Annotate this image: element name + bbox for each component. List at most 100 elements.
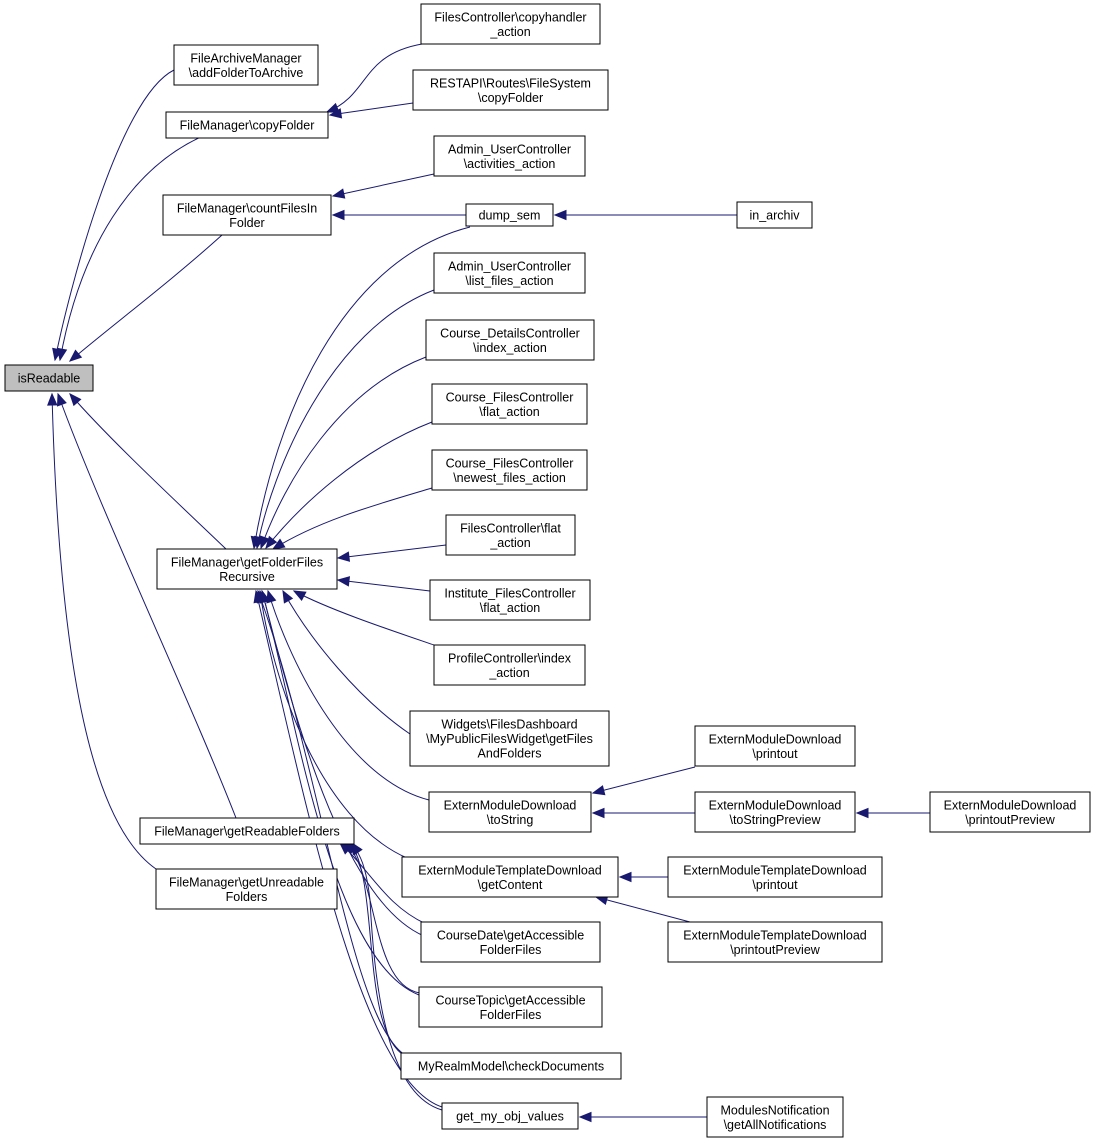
- node-emd_printout[interactable]: ExternModuleDownload\printout: [694, 725, 856, 767]
- node-box[interactable]: [173, 44, 319, 86]
- node-label: _action: [488, 666, 529, 680]
- node-box[interactable]: [694, 791, 856, 833]
- node-dump_sem[interactable]: dump_sem: [465, 203, 554, 227]
- node-box[interactable]: [445, 514, 576, 556]
- node-box[interactable]: [667, 856, 883, 898]
- node-box[interactable]: [400, 1052, 622, 1080]
- node-box[interactable]: [694, 725, 856, 767]
- edge-fc_copyhandler-to-fm_copyFolder: [326, 43, 423, 113]
- node-label: ExternModuleDownload: [709, 798, 842, 812]
- node-label: Course_FilesController: [446, 390, 574, 404]
- edge-cfc_flat-to-fm_getFolderFiles: [265, 421, 433, 549]
- node-box[interactable]: [736, 201, 813, 229]
- node-box[interactable]: [929, 791, 1091, 833]
- edge-fm_countFiles-to-isReadable: [69, 234, 223, 362]
- edge-fm_copyFolder-to-isReadable: [59, 132, 211, 361]
- arrowhead-dump_sem-to-fm_countFiles: [331, 209, 345, 221]
- node-get_my_obj[interactable]: get_my_obj_values: [441, 1102, 579, 1130]
- node-label: \printout: [752, 878, 798, 892]
- edge-ifc_flat-to-fm_getFolderFiles: [337, 579, 431, 592]
- node-box[interactable]: [401, 856, 619, 898]
- node-box[interactable]: [139, 817, 355, 845]
- node-label: \MyPublicFilesWidget\getFiles: [426, 732, 593, 746]
- node-box[interactable]: [425, 319, 595, 361]
- node-box[interactable]: [409, 710, 610, 767]
- node-isReadable[interactable]: isReadable: [4, 364, 94, 392]
- node-box[interactable]: [433, 135, 586, 177]
- arrowhead-fc_flat-to-fm_getFolderFiles: [336, 551, 351, 562]
- node-label: _action: [489, 536, 530, 550]
- arrowhead-cfc_newest-to-fm_getFolderFiles: [271, 538, 286, 550]
- node-box[interactable]: [4, 364, 94, 392]
- node-fm_getReadable[interactable]: FileManager\getReadableFolders: [139, 817, 355, 845]
- node-fc_flat[interactable]: FilesController\flat_action: [445, 514, 576, 556]
- node-box[interactable]: [431, 449, 588, 491]
- node-label: _action: [489, 25, 530, 39]
- node-fc_copyhandler[interactable]: FilesController\copyhandler_action: [420, 3, 601, 45]
- node-box[interactable]: [667, 921, 883, 963]
- node-box[interactable]: [162, 194, 332, 236]
- node-in_archiv[interactable]: in_archiv: [736, 201, 813, 229]
- arrowhead-cfc_flat-to-fm_getFolderFiles: [265, 535, 278, 550]
- node-label: Course_FilesController: [446, 456, 574, 470]
- node-mn_getAll[interactable]: ModulesNotification\getAllNotifications: [706, 1096, 844, 1138]
- node-box[interactable]: [428, 791, 592, 833]
- arrowhead-fc_copyhandler-to-fm_copyFolder: [325, 102, 340, 113]
- node-label: ExternModuleDownload: [944, 798, 1077, 812]
- node-box[interactable]: [418, 986, 603, 1028]
- node-rest_copyFolder[interactable]: RESTAPI\Routes\FileSystem\copyFolder: [412, 69, 609, 111]
- node-box[interactable]: [706, 1096, 844, 1138]
- arrowhead-ifc_flat-to-fm_getFolderFiles: [336, 576, 351, 587]
- node-emtd_printout[interactable]: ExternModuleTemplateDownload\printout: [667, 856, 883, 898]
- node-fm_copyFolder[interactable]: FileManager\copyFolder: [165, 111, 329, 139]
- node-mrm_checkDocs[interactable]: MyRealmModel\checkDocuments: [400, 1052, 622, 1080]
- node-box[interactable]: [156, 548, 338, 590]
- node-box[interactable]: [431, 383, 588, 425]
- node-box[interactable]: [420, 3, 601, 45]
- node-emtd_printoutPreview[interactable]: ExternModuleTemplateDownload\printoutPre…: [667, 921, 883, 963]
- node-label: Folders: [226, 890, 268, 904]
- edge-get_my_obj-to-fm_getFolderFiles: [255, 590, 443, 1108]
- node-emd_toString[interactable]: ExternModuleDownload\toString: [428, 791, 592, 833]
- node-box[interactable]: [441, 1102, 579, 1130]
- node-label: in_archiv: [749, 209, 800, 223]
- node-emtd_getContent[interactable]: ExternModuleTemplateDownload\getContent: [401, 856, 619, 898]
- node-box[interactable]: [420, 921, 601, 963]
- node-box[interactable]: [433, 644, 586, 686]
- node-ifc_flat[interactable]: Institute_FilesController\flat_action: [429, 579, 591, 621]
- arrowhead-pc_index-to-fm_getFolderFiles: [292, 590, 307, 602]
- node-box[interactable]: [465, 203, 554, 227]
- node-label: Recursive: [219, 570, 275, 584]
- arrowhead-fm_countFiles-to-isReadable: [68, 349, 83, 362]
- node-label: \printoutPreview: [965, 813, 1056, 827]
- node-box[interactable]: [412, 69, 609, 111]
- node-fam_addFolder[interactable]: FileArchiveManager\addFolderToArchive: [173, 44, 319, 86]
- edge-fm_getFolderFiles-to-isReadable: [69, 393, 227, 550]
- node-label: RESTAPI\Routes\FileSystem: [430, 76, 591, 90]
- node-label: \activities_action: [464, 157, 556, 171]
- node-label: Admin_UserController: [448, 259, 571, 273]
- node-auc_listfiles[interactable]: Admin_UserController\list_files_action: [433, 252, 586, 294]
- node-cdc_index[interactable]: Course_DetailsController\index_action: [425, 319, 595, 361]
- node-box[interactable]: [165, 111, 329, 139]
- node-label: \getContent: [478, 878, 543, 892]
- node-box[interactable]: [433, 252, 586, 294]
- arrowhead-emd_toStringPreview-to-emd_toString: [591, 807, 605, 819]
- node-box[interactable]: [155, 868, 338, 910]
- node-auc_activities[interactable]: Admin_UserController\activities_action: [433, 135, 586, 177]
- node-pc_index[interactable]: ProfileController\index_action: [433, 644, 586, 686]
- node-widgets_mypublic[interactable]: Widgets\FilesDashboard\MyPublicFilesWidg…: [409, 710, 610, 767]
- node-cfc_newest[interactable]: Course_FilesController\newest_files_acti…: [431, 449, 588, 491]
- edge-get_my_obj-to-fm_getReadable: [351, 842, 443, 1111]
- node-emd_printoutPreview[interactable]: ExternModuleDownload\printoutPreview: [929, 791, 1091, 833]
- node-emd_toStringPreview[interactable]: ExternModuleDownload\toStringPreview: [694, 791, 856, 833]
- node-cfc_flat[interactable]: Course_FilesController\flat_action: [431, 383, 588, 425]
- node-box[interactable]: [429, 579, 591, 621]
- arrowhead-emd_printoutPreview-to-emd_toStringPreview: [855, 807, 869, 819]
